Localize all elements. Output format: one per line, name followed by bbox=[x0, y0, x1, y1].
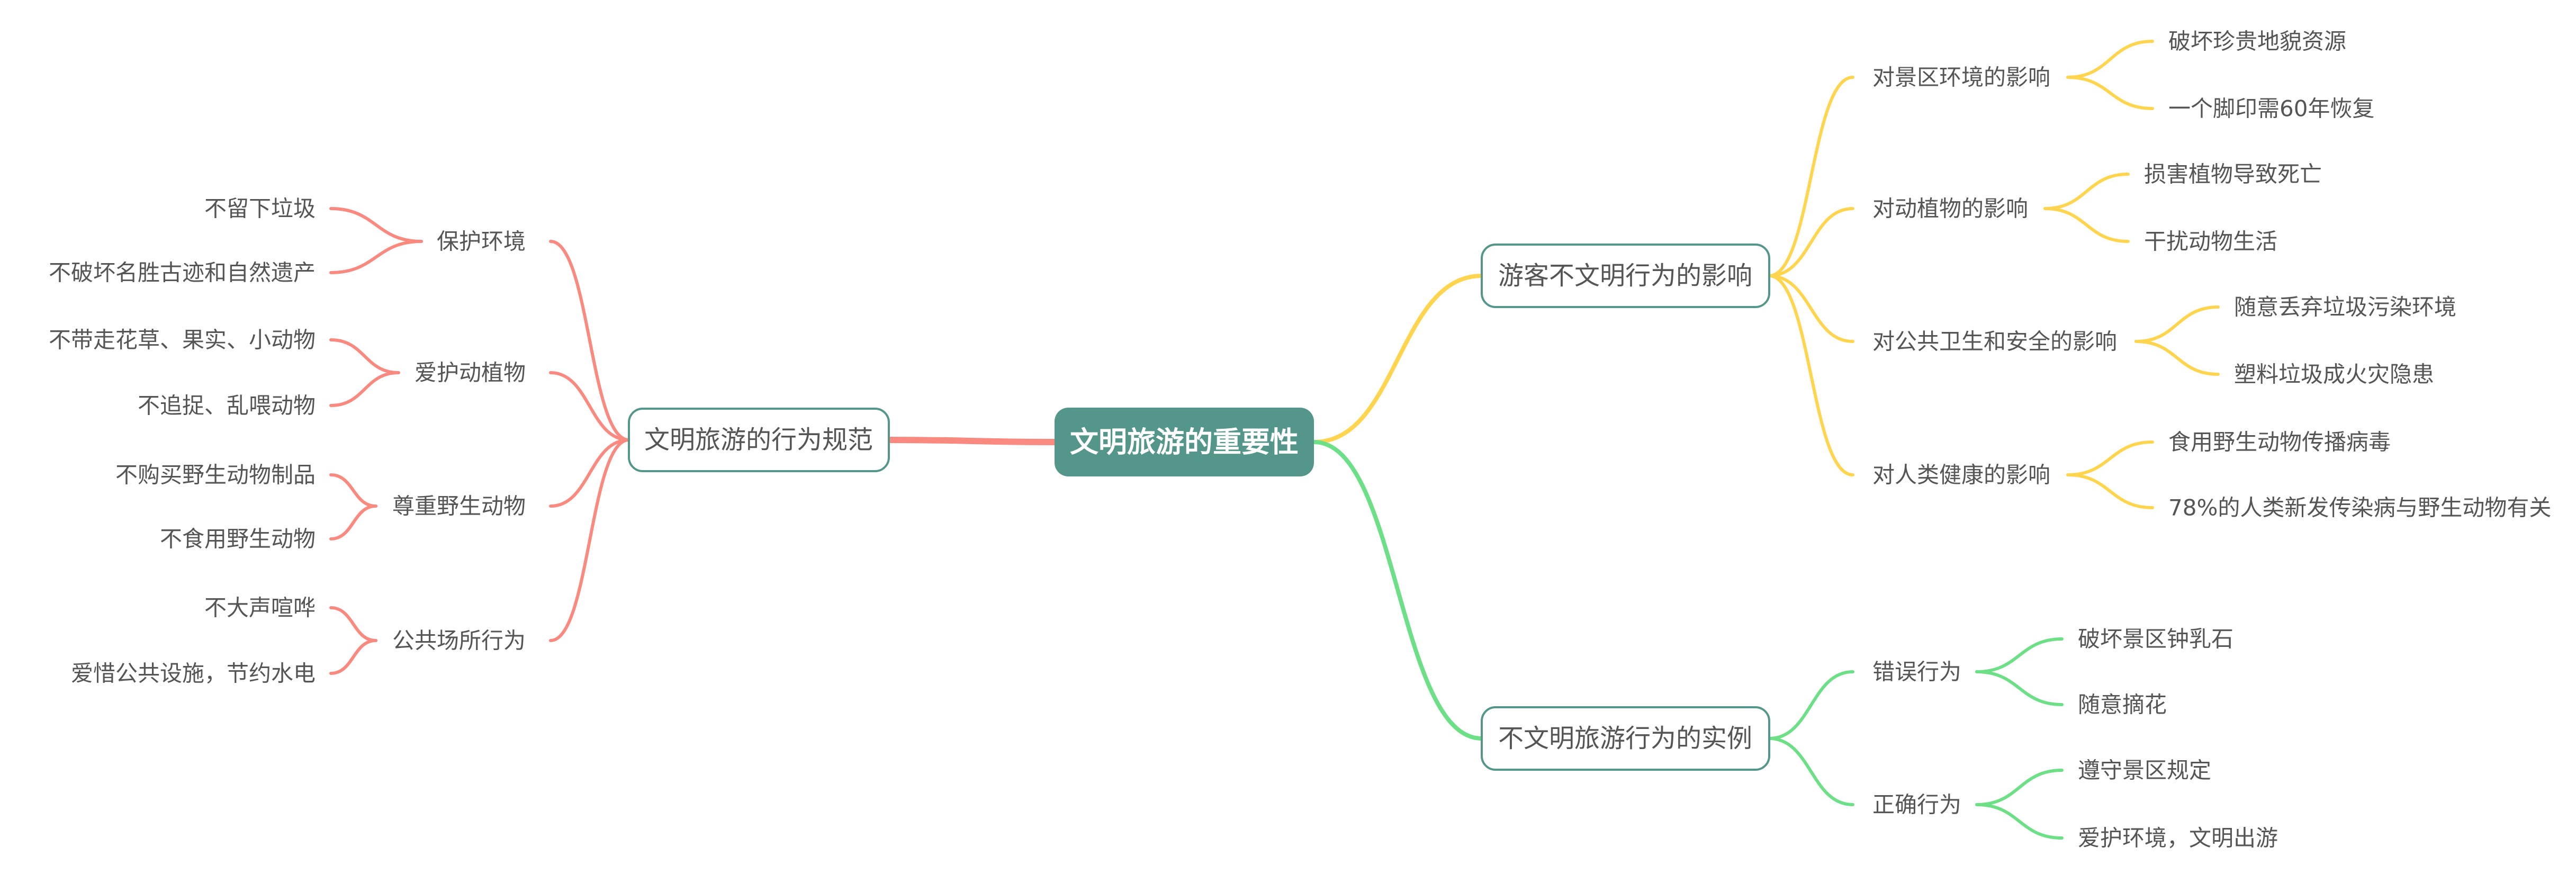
subtopic[interactable]: 保护环境 bbox=[437, 229, 526, 255]
leaf-line bbox=[2066, 473, 2154, 509]
leaf-topic[interactable]: 不追捉、乱喂动物 bbox=[138, 393, 316, 419]
leaf-line bbox=[2066, 40, 2154, 79]
root-to-left-line bbox=[886, 437, 1058, 445]
leaf-line bbox=[2043, 173, 2130, 210]
leaf-topic[interactable]: 干扰动物生活 bbox=[2144, 229, 2277, 255]
leaf-topic[interactable]: 不留下垃圾 bbox=[204, 196, 316, 222]
leaf-line bbox=[1975, 803, 2064, 840]
right-top-topic-box[interactable] bbox=[1481, 244, 1770, 308]
leaf-line bbox=[2134, 305, 2220, 343]
leaf-topic[interactable]: 爱护环境，文明出游 bbox=[2078, 825, 2278, 851]
leaf-line bbox=[329, 606, 377, 642]
leaf-topic[interactable]: 不带走花草、果实、小动物 bbox=[49, 327, 316, 353]
leaf-topic[interactable]: 不食用野生动物 bbox=[160, 526, 316, 552]
leaf-topic[interactable]: 不破坏名胜古迹和自然遗产 bbox=[49, 260, 316, 286]
right-bottom-topic-label: 不文明旅游行为的实例 bbox=[1498, 724, 1752, 753]
leaf-line bbox=[329, 504, 377, 540]
leaf-topic[interactable]: 随意丢弃垃圾污染环境 bbox=[2234, 294, 2456, 320]
leaf-topic[interactable]: 一个脚印需60年恢复 bbox=[2168, 96, 2374, 122]
subtopic[interactable]: 错误行为 bbox=[1872, 659, 1961, 685]
right-bottom-topic-box[interactable] bbox=[1481, 706, 1770, 771]
leaf-line bbox=[329, 473, 377, 508]
leaf-topic[interactable]: 不大声喧哗 bbox=[204, 595, 316, 621]
root-node-label: 文明旅游的重要性 bbox=[1070, 426, 1299, 459]
subtopic[interactable]: 正确行为 bbox=[1872, 792, 1961, 818]
root-to-right-bottom-line bbox=[1312, 440, 1484, 741]
right-top-topic-label: 游客不文明行为的影响 bbox=[1498, 261, 1752, 291]
leaf-topic[interactable]: 破坏景区钟乳石 bbox=[2078, 626, 2233, 652]
leaf-line bbox=[329, 207, 423, 243]
leaf-topic[interactable]: 破坏珍贵地貌资源 bbox=[2168, 29, 2346, 55]
leaf-line bbox=[1975, 670, 2064, 706]
leaf-line bbox=[329, 371, 400, 407]
subtopic[interactable]: 尊重野生动物 bbox=[392, 493, 526, 519]
branch-line bbox=[1768, 274, 1854, 343]
branch-line bbox=[549, 438, 631, 642]
branch-line bbox=[549, 438, 631, 508]
leaf-line bbox=[1975, 769, 2064, 806]
branch-line bbox=[1768, 670, 1854, 740]
left-topic-label: 文明旅游的行为规范 bbox=[644, 425, 873, 455]
leaf-line bbox=[2043, 207, 2130, 243]
leaf-topic[interactable]: 塑料垃圾成火灾隐患 bbox=[2234, 362, 2434, 388]
branch-line bbox=[549, 371, 631, 442]
leaf-line bbox=[2134, 340, 2220, 376]
subtopic[interactable]: 对人类健康的影响 bbox=[1872, 462, 2050, 488]
subtopic[interactable]: 公共场所行为 bbox=[392, 628, 526, 654]
leaf-topic[interactable]: 随意摘花 bbox=[2078, 692, 2167, 718]
left-topic-box[interactable] bbox=[628, 408, 890, 472]
branch-line bbox=[1768, 274, 1854, 476]
leaf-topic[interactable]: 损害植物导致死亡 bbox=[2144, 161, 2322, 187]
root-node-box[interactable] bbox=[1055, 408, 1314, 476]
leaf-topic[interactable]: 遵守景区规定 bbox=[2078, 758, 2211, 783]
connector-lines bbox=[329, 40, 2220, 840]
branch-line bbox=[549, 240, 631, 442]
leaf-line bbox=[329, 338, 400, 374]
leaf-topic[interactable]: 食用野生动物传播病毒 bbox=[2168, 429, 2391, 455]
root-to-right-top-line bbox=[1312, 274, 1484, 444]
leaf-line bbox=[2066, 440, 2154, 476]
branch-line bbox=[1768, 76, 1854, 277]
subtopic[interactable]: 对动植物的影响 bbox=[1872, 196, 2028, 222]
leaf-topic[interactable]: 爱惜公共设施，节约水电 bbox=[71, 661, 316, 687]
subtopic[interactable]: 对公共卫生和安全的影响 bbox=[1872, 329, 2117, 355]
leaf-line bbox=[329, 639, 377, 675]
branch-line bbox=[1768, 207, 1854, 277]
subtopic[interactable]: 对景区环境的影响 bbox=[1872, 65, 2050, 91]
leaf-topic[interactable]: 不购买野生动物制品 bbox=[115, 462, 316, 488]
branch-line bbox=[1768, 737, 1854, 806]
subtopic[interactable]: 爱护动植物 bbox=[415, 360, 526, 386]
leaf-line bbox=[2066, 76, 2154, 110]
nodes: 文明旅游的重要性 文明旅游的行为规范 游客不文明行为的影响 不文明旅游行为的实例… bbox=[49, 29, 2551, 851]
leaf-line bbox=[1975, 637, 2064, 673]
leaf-line bbox=[329, 240, 423, 274]
leaf-topic[interactable]: 78%的人类新发传染病与野生动物有关 bbox=[2168, 495, 2551, 521]
